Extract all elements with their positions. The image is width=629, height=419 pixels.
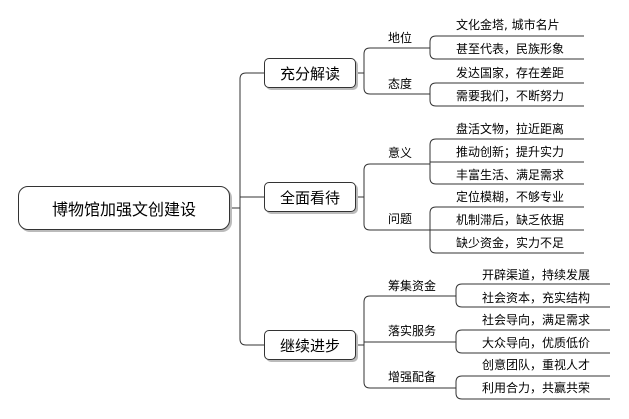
b2-g1-leaves-lower	[429, 164, 437, 185]
b1-g2-leaves-lower	[429, 94, 437, 107]
leaf-2-1-3: 丰富生活、满足需求	[456, 168, 565, 182]
b3-bracket-upper	[363, 295, 371, 345]
leaf-1-2-1: 发达国家，存在差距	[456, 66, 565, 80]
trunk-upper	[239, 72, 247, 208]
b1-bracket-lower	[363, 73, 371, 95]
b3-g1-leaves-upper	[455, 283, 463, 296]
b2-bracket-lower	[363, 197, 371, 231]
leaf-1-2-2: 需要我们，不断努力	[456, 89, 565, 103]
branch-node-2[interactable]: 全面看待	[264, 182, 356, 212]
group-label-3-1: 筹集资金	[388, 279, 437, 293]
b2-g1-leaves-upper	[429, 138, 437, 164]
leaf-3-3-2: 利用合力，共赢共荣	[482, 381, 591, 395]
b2-g2-leaves-upper	[429, 206, 437, 230]
leaf-2-2-2: 机制滞后，缺乏依据	[456, 213, 565, 227]
group-label-3-3: 增强配备	[388, 370, 437, 384]
group-label-2-1: 意义	[388, 146, 413, 160]
b2-bracket-upper	[363, 163, 371, 197]
group-label-2-2: 问题	[388, 212, 413, 226]
leaf-2-2-3: 缺少资金，实力不足	[456, 236, 565, 250]
b3-bracket-lower	[363, 345, 371, 389]
leaf-3-2-1: 社会导向，满足需求	[482, 313, 591, 327]
branch-node-1[interactable]: 充分解读	[264, 58, 356, 88]
leaf-2-1-1: 盘活文物，拉近距离	[456, 122, 565, 136]
b3-g2-leaves-upper	[455, 329, 463, 342]
leaf-2-2-1: 定位模糊，不够专业	[456, 190, 565, 204]
group-label-1-2: 态度	[388, 77, 413, 91]
leaf-3-1-2: 社会资本，充实结构	[482, 291, 591, 305]
group-label-1-1: 地位	[388, 31, 413, 45]
leaf-3-1-1: 开辟渠道，持续发展	[482, 268, 591, 282]
b2-g2-leaves-lower	[429, 230, 437, 254]
leaf-2-1-2: 推动创新；提升实力	[456, 145, 565, 159]
group-label-3-2: 落实服务	[388, 324, 437, 338]
b1-bracket-upper	[363, 47, 371, 73]
trunk-lower	[239, 208, 247, 346]
b3-g3-leaves-upper	[455, 375, 463, 388]
b1-g1-leaves-lower	[429, 48, 437, 60]
b1-g1-leaves-upper	[429, 35, 437, 48]
b3-g1-leaves-lower	[455, 296, 463, 308]
b3-g3-leaves-lower	[455, 388, 463, 400]
b1-g2-leaves-upper	[429, 82, 437, 94]
branch-node-3[interactable]: 继续进步	[264, 330, 356, 360]
root-node[interactable]: 博物馆加强文创建设	[18, 186, 230, 230]
leaf-1-1-1: 文化金塔, 城市名片	[456, 18, 560, 32]
leaf-3-3-1: 创意团队，重视人才	[482, 358, 591, 372]
b3-g2-leaves-lower	[455, 342, 463, 354]
leaf-3-2-2: 大众导向，优质低价	[482, 336, 591, 350]
leaf-1-1-2: 甚至代表，民族形象	[456, 42, 565, 56]
